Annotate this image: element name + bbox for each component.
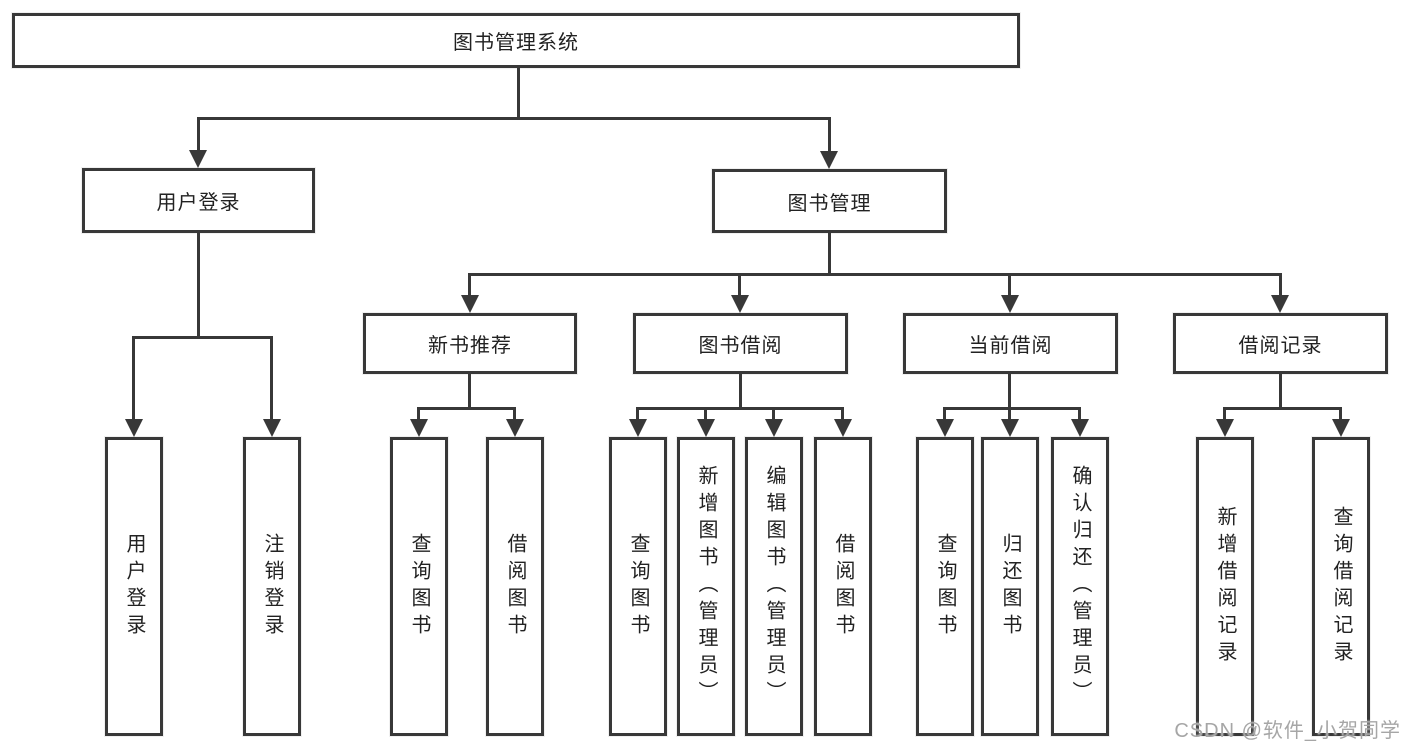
node-label: 图书管理 [787, 192, 872, 215]
leaf-label: 用户登录 [123, 532, 145, 641]
node-root-label: 图书管理系统 [453, 32, 579, 54]
connector-line [417, 407, 420, 420]
arrowhead-icon [1001, 419, 1019, 437]
leaf-borrow-books: 借阅图书 [814, 437, 872, 736]
leaf-label: 编辑图书（管理员） [763, 465, 785, 708]
arrowhead-icon [189, 150, 207, 168]
connector-line [517, 68, 520, 120]
leaf-query-books-borrowing: 查询图书 [609, 437, 667, 736]
connector-line [468, 273, 1282, 276]
watermark: CSDN @软件_小贺同学 [1174, 720, 1401, 742]
arrowhead-icon [697, 419, 715, 437]
connector-line [1223, 407, 1342, 410]
connector-line [132, 336, 273, 339]
connector-line [738, 273, 741, 297]
connector-line [828, 233, 831, 276]
arrowhead-icon [629, 419, 647, 437]
leaf-add-borrow-record: 新增借阅记录 [1196, 437, 1254, 736]
node-user-login: 用户登录 [82, 168, 315, 233]
arrowhead-icon [731, 295, 749, 313]
connector-line [1279, 273, 1282, 297]
arrowhead-icon [1071, 419, 1089, 437]
node-book-management: 图书管理 [712, 169, 947, 233]
leaf-confirm-return-admin: 确认归还（管理员） [1051, 437, 1109, 736]
connector-line [1279, 374, 1282, 410]
arrowhead-icon [834, 419, 852, 437]
connector-line [772, 407, 775, 420]
node-label: 新书推荐 [428, 335, 512, 357]
connector-line [197, 117, 200, 151]
leaf-label: 查询借阅记录 [1330, 505, 1352, 668]
leaf-logout: 注销登录 [243, 437, 301, 736]
connector-line [1339, 407, 1342, 420]
leaf-return-book: 归还图书 [981, 437, 1039, 736]
connector-line [828, 117, 831, 151]
connector-line [1008, 273, 1011, 297]
node-label: 当前借阅 [968, 335, 1053, 357]
leaf-borrow-books-recommend: 借阅图书 [486, 437, 544, 736]
connector-line [1008, 407, 1011, 420]
connector-line [468, 273, 471, 297]
leaf-label: 借阅图书 [504, 532, 526, 641]
connector-line [513, 407, 516, 420]
connector-line [417, 407, 516, 410]
leaf-query-books-recommend: 查询图书 [390, 437, 448, 736]
arrowhead-icon [936, 419, 954, 437]
arrowhead-icon [461, 295, 479, 313]
connector-line [1078, 407, 1081, 420]
leaf-label: 查询图书 [408, 532, 430, 641]
connector-line [468, 374, 471, 410]
leaf-label: 查询图书 [934, 532, 956, 641]
connector-line [1223, 407, 1226, 420]
connector-line [841, 407, 844, 420]
connector-line [270, 336, 273, 420]
leaf-add-book-admin: 新增图书（管理员） [677, 437, 735, 736]
arrowhead-icon [1271, 295, 1289, 313]
leaf-edit-book-admin: 编辑图书（管理员） [745, 437, 803, 736]
arrowhead-icon [765, 419, 783, 437]
arrowhead-icon [410, 419, 428, 437]
arrowhead-icon [125, 419, 143, 437]
node-borrow-records: 借阅记录 [1173, 313, 1388, 374]
arrowhead-icon [506, 419, 524, 437]
connector-line [1008, 374, 1011, 410]
connector-line [943, 407, 1081, 410]
connector-line [197, 233, 200, 339]
arrowhead-icon [1001, 295, 1019, 313]
leaf-query-books-current: 查询图书 [916, 437, 974, 736]
node-label: 借阅记录 [1238, 335, 1323, 357]
arrowhead-icon [263, 419, 281, 437]
node-new-book-recommend: 新书推荐 [363, 313, 577, 374]
leaf-label: 借阅图书 [832, 532, 854, 641]
node-root: 图书管理系统 [12, 13, 1020, 68]
node-current-borrowing: 当前借阅 [903, 313, 1118, 374]
connector-line [132, 336, 135, 420]
connector-line [739, 374, 742, 410]
connector-line [704, 407, 707, 420]
connector-line [943, 407, 946, 420]
node-book-borrowing: 图书借阅 [633, 313, 848, 374]
arrowhead-icon [1332, 419, 1350, 437]
arrowhead-icon [1216, 419, 1234, 437]
leaf-label: 新增图书（管理员） [695, 465, 717, 708]
leaf-label: 归还图书 [999, 532, 1021, 641]
connector-line [197, 117, 831, 120]
connector-line [636, 407, 639, 420]
node-label: 用户登录 [156, 192, 241, 214]
arrowhead-icon [820, 151, 838, 169]
leaf-label: 新增借阅记录 [1214, 505, 1236, 668]
leaf-user-login: 用户登录 [105, 437, 163, 736]
leaf-label: 确认归还（管理员） [1069, 465, 1091, 708]
leaf-label: 查询图书 [627, 532, 649, 641]
leaf-label: 注销登录 [261, 532, 283, 641]
node-label: 图书借阅 [698, 335, 783, 357]
leaf-query-borrow-record: 查询借阅记录 [1312, 437, 1370, 736]
connector-line [636, 407, 844, 410]
